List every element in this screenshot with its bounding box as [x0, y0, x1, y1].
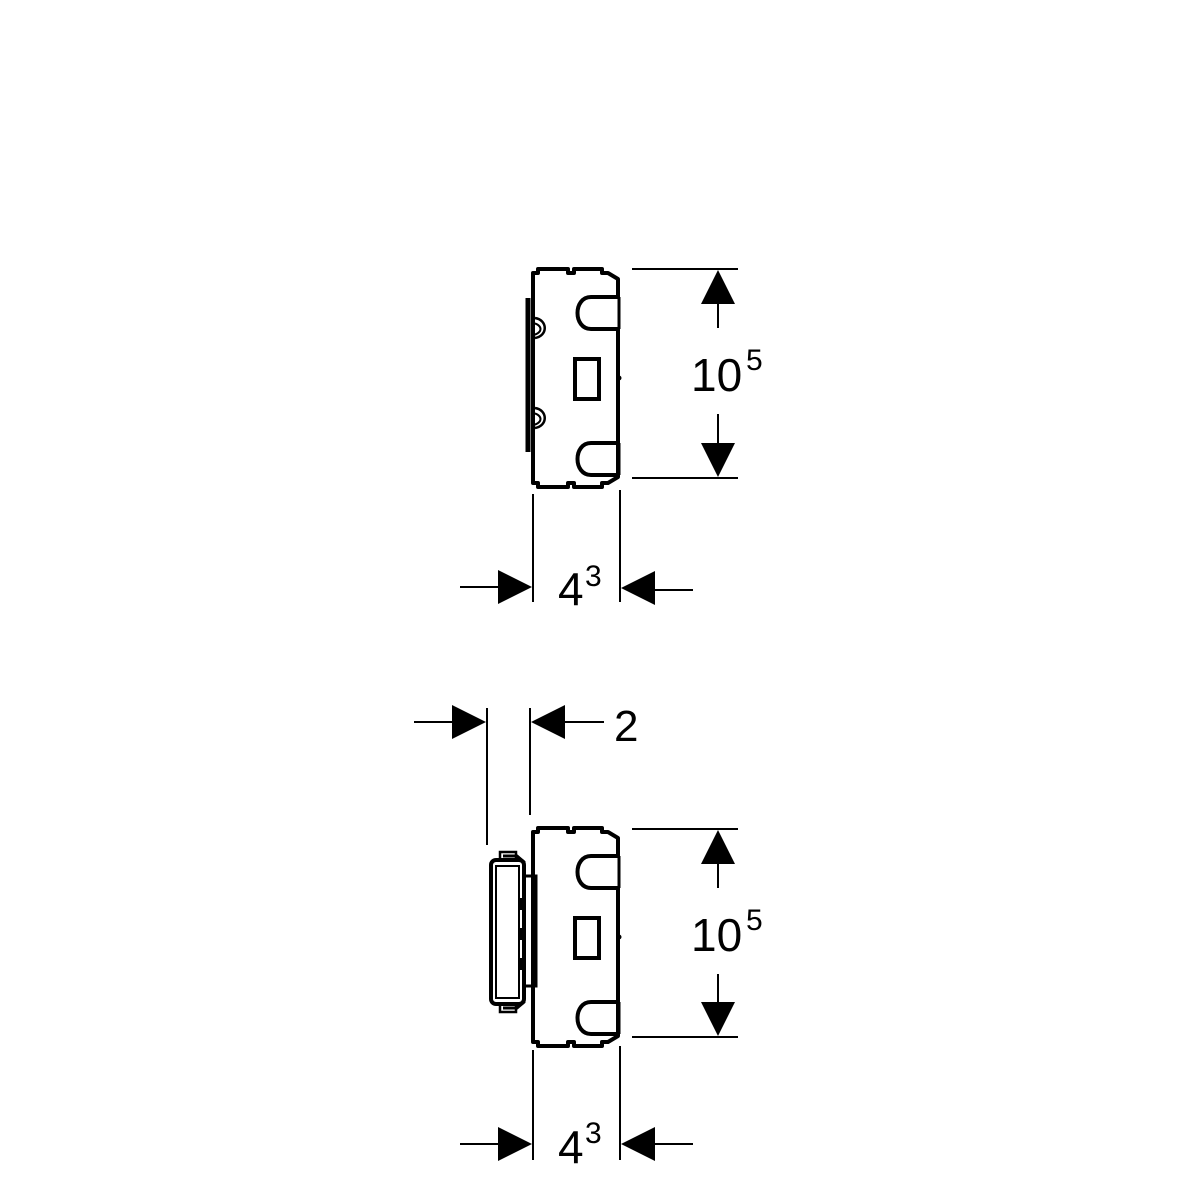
top-width-dimension: 4 3: [460, 490, 693, 615]
bottom-offset-dimension: 2: [414, 702, 638, 845]
top-height-value: 10: [691, 349, 742, 401]
top-view: 10 5 4 3: [460, 267, 763, 615]
bottom-offset-value: 2: [614, 702, 638, 751]
bottom-width-value: 4: [558, 1121, 584, 1173]
top-box: [531, 267, 624, 489]
bottom-view: 2 10 5 4 3: [414, 702, 763, 1173]
top-height-value-sup: 5: [746, 344, 763, 377]
bottom-width-value-sup: 3: [585, 1117, 602, 1150]
top-height-dimension: 10 5: [632, 268, 763, 479]
top-width-value-sup: 3: [585, 560, 602, 593]
bottom-box: [531, 826, 624, 1048]
bottom-cover: [489, 850, 538, 1014]
top-width-value: 4: [558, 563, 584, 615]
bottom-height-value-sup: 5: [746, 904, 763, 937]
bottom-width-dimension: 4 3: [460, 1046, 693, 1173]
bottom-height-value: 10: [691, 909, 742, 961]
bottom-height-dimension: 10 5: [632, 828, 763, 1038]
top-back-plate: [525, 298, 546, 452]
